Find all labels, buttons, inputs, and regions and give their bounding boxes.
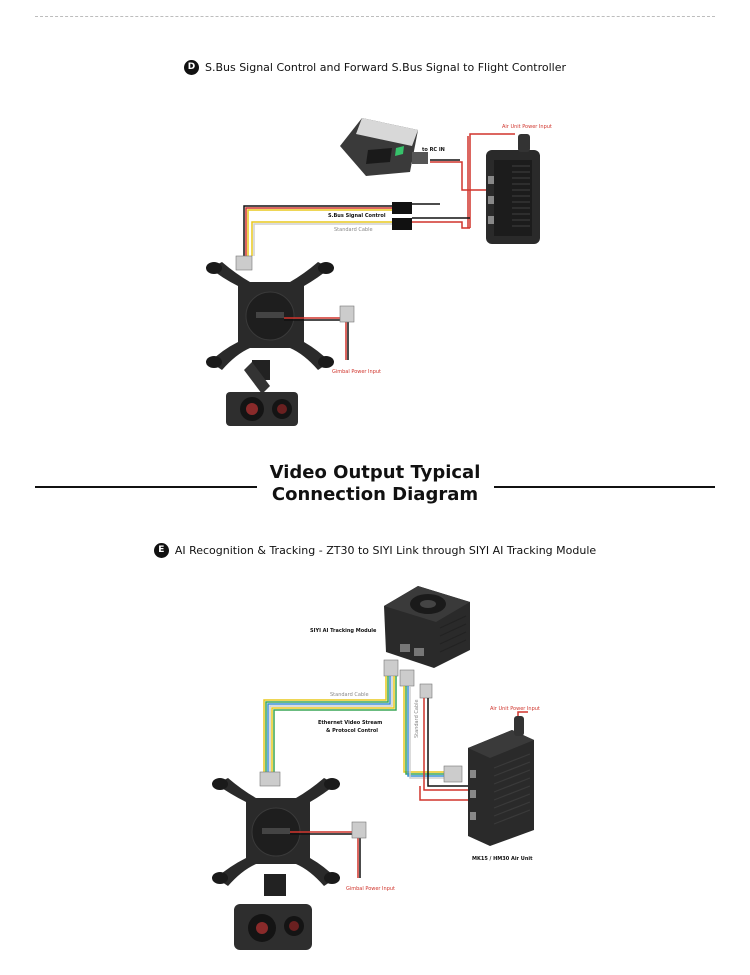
label-air-unit-name: MK15 / HM30 Air Unit [472,856,533,862]
gimbal-plate-e [212,778,340,886]
gimbal-plate-d [206,262,334,370]
label-standard-cable-d: Standard Cable [334,227,373,233]
camera-e [234,874,312,950]
section-d-title: S.Bus Signal Control and Forward S.Bus S… [204,61,567,74]
label-ethernet-line2: & Protocol Control [326,728,379,734]
ai-tracking-module-device [384,586,470,668]
label-ai-module: SIYI AI Tracking Module [310,628,377,634]
air-unit-device-e [468,716,534,846]
label-sbus-signal: S.Bus Signal Control [328,213,386,219]
air-unit-device [486,134,540,244]
camera-d [226,360,298,426]
label-standard-cable-e2: Standard Cable [414,699,420,738]
flight-controller-device [340,118,428,176]
section-e-title: AI Recognition & Tracking - ZT30 to SIYI… [174,544,597,557]
title-rule-right [494,486,715,488]
section-e-badge: E [153,543,169,558]
label-ethernet-line1: Ethernet Video Stream [318,720,383,726]
label-standard-cable-e1: Standard Cable [330,692,369,698]
section-d-heading: D S.Bus Signal Control and Forward S.Bus … [0,60,750,75]
title-rule-left [35,486,257,488]
video-output-title-line2: Connection Diagram [271,484,479,505]
top-dashed-divider [35,16,715,17]
video-output-title-line1: Video Output Typical [269,462,481,483]
section-d-badge: D [183,60,199,75]
label-gimbal-power-d: Gimbal Power Input [332,369,382,375]
video-output-title: Video Output Typical Connection Diagram [225,462,525,506]
label-air-unit-power-e: Air Unit Power Input [490,706,540,712]
label-air-unit-power-d: Air Unit Power Input [502,124,552,130]
label-to-rc-in: to RC IN [422,147,445,153]
label-gimbal-power-e: Gimbal Power Input [346,886,396,892]
section-e-heading: E AI Recognition & Tracking - ZT30 to SIY… [0,543,750,558]
